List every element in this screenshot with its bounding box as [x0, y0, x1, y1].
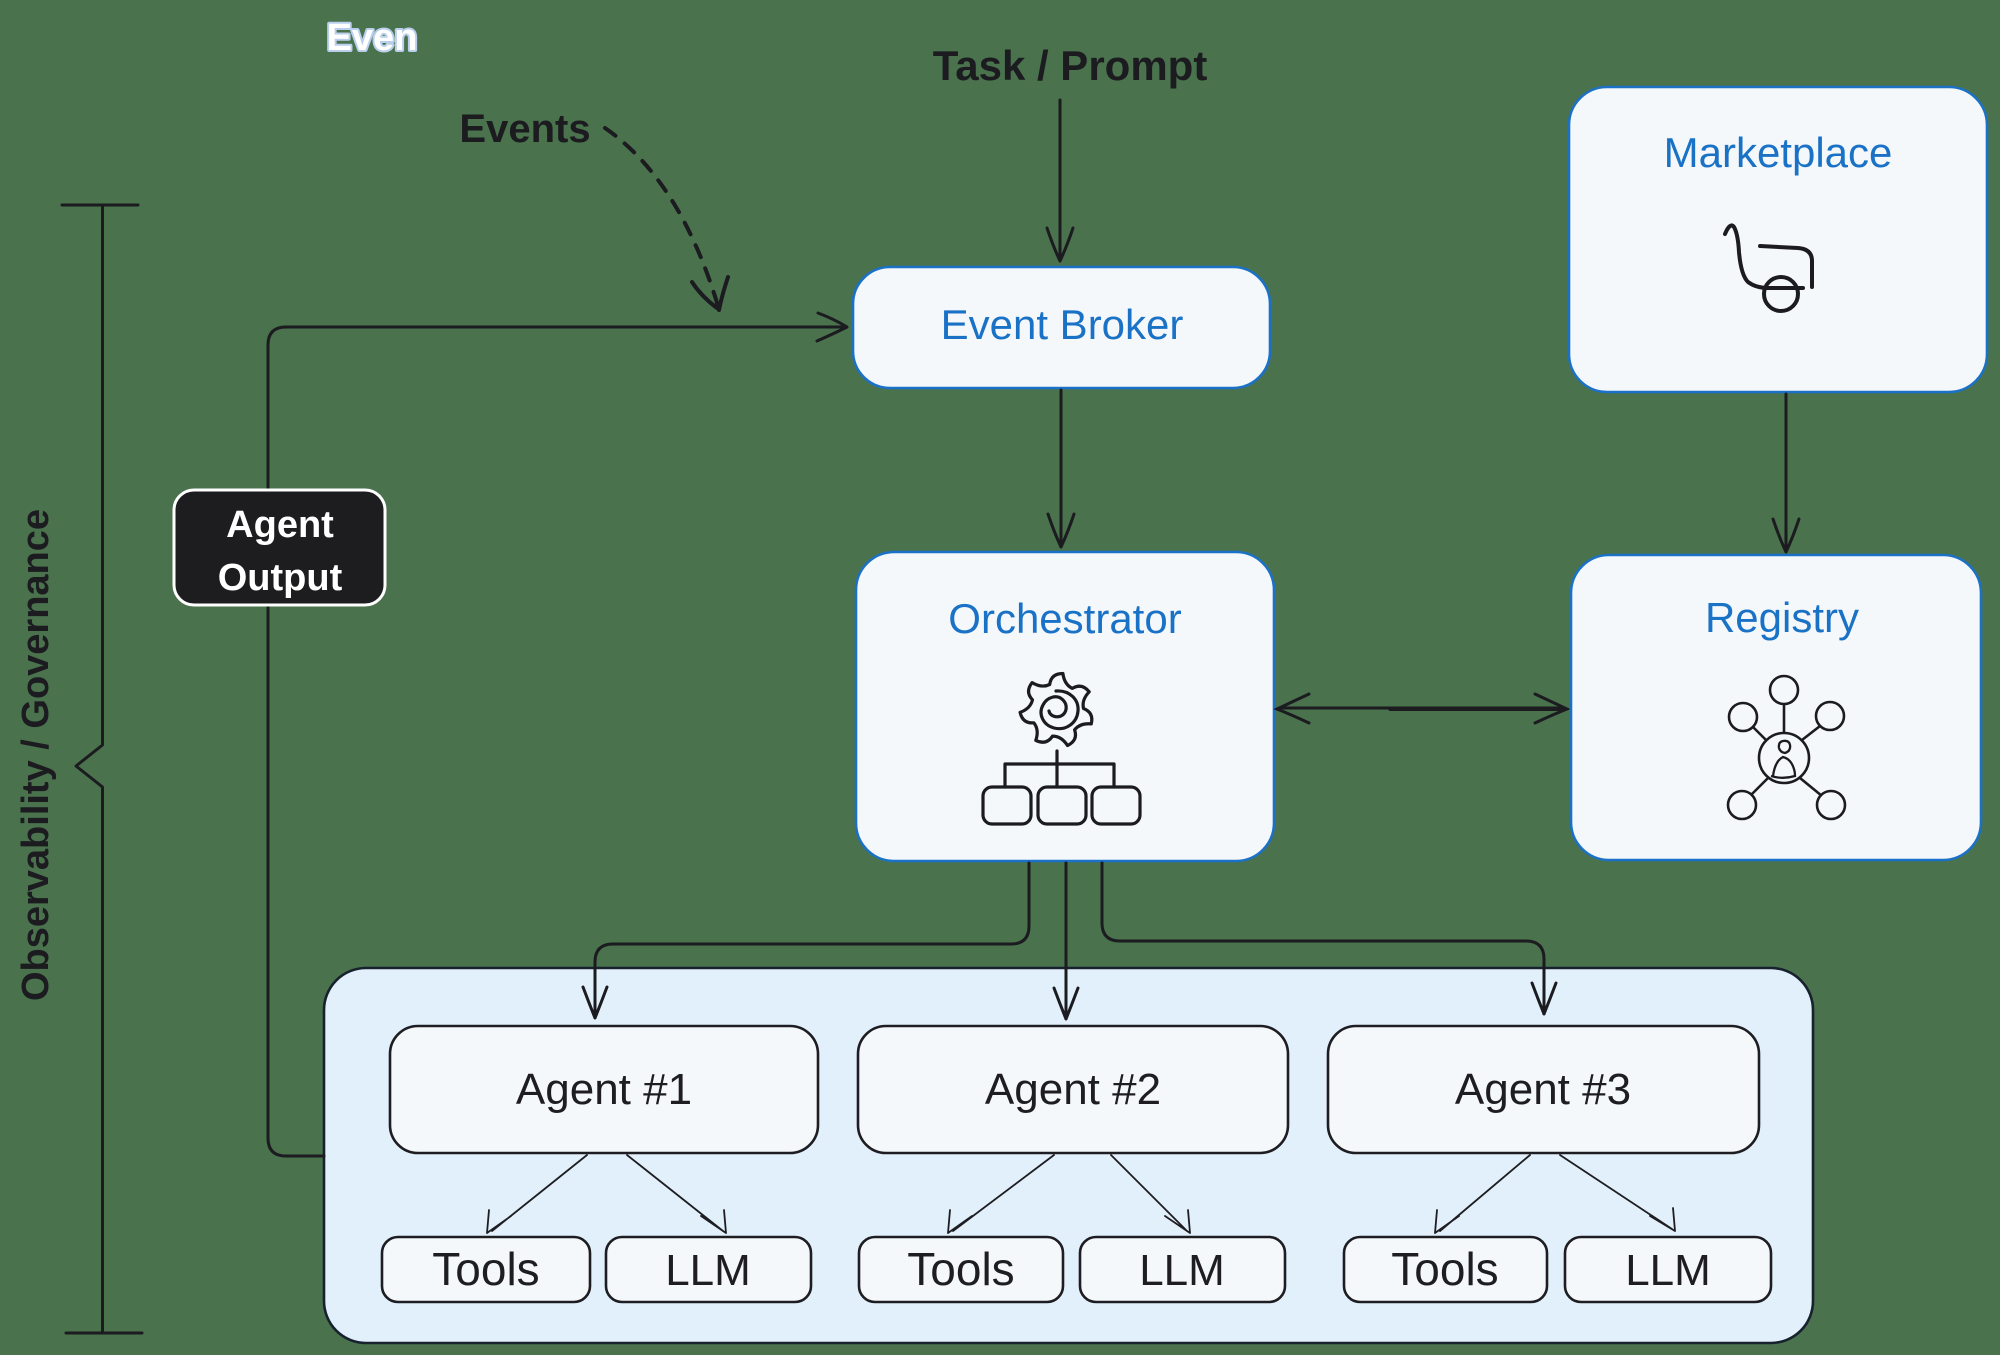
svg-text:Tools: Tools — [1391, 1243, 1498, 1295]
svg-text:Output: Output — [218, 557, 343, 599]
svg-text:Observability / Governance: Observability / Governance — [15, 509, 57, 1001]
svg-text:Agent #2: Agent #2 — [985, 1065, 1161, 1114]
svg-text:Agent: Agent — [226, 504, 334, 546]
svg-text:Registry: Registry — [1705, 594, 1859, 641]
svg-text:Task / Prompt: Task / Prompt — [933, 42, 1208, 89]
svg-text:Orchestrator: Orchestrator — [948, 595, 1181, 642]
svg-text:Events: Events — [459, 107, 590, 151]
svg-text:Marketplace: Marketplace — [1664, 129, 1893, 176]
svg-text:Agent #3: Agent #3 — [1455, 1065, 1631, 1114]
svg-text:Tools: Tools — [432, 1243, 539, 1295]
svg-text:Tools: Tools — [907, 1243, 1014, 1295]
svg-text:LLM: LLM — [665, 1246, 751, 1295]
svg-text:Agent #1: Agent #1 — [516, 1065, 692, 1114]
svg-text:LLM: LLM — [1139, 1246, 1225, 1295]
svg-text:Event Broker: Event Broker — [941, 301, 1184, 348]
svg-text:LLM: LLM — [1625, 1246, 1711, 1295]
svg-text:Even: Even — [327, 17, 418, 59]
